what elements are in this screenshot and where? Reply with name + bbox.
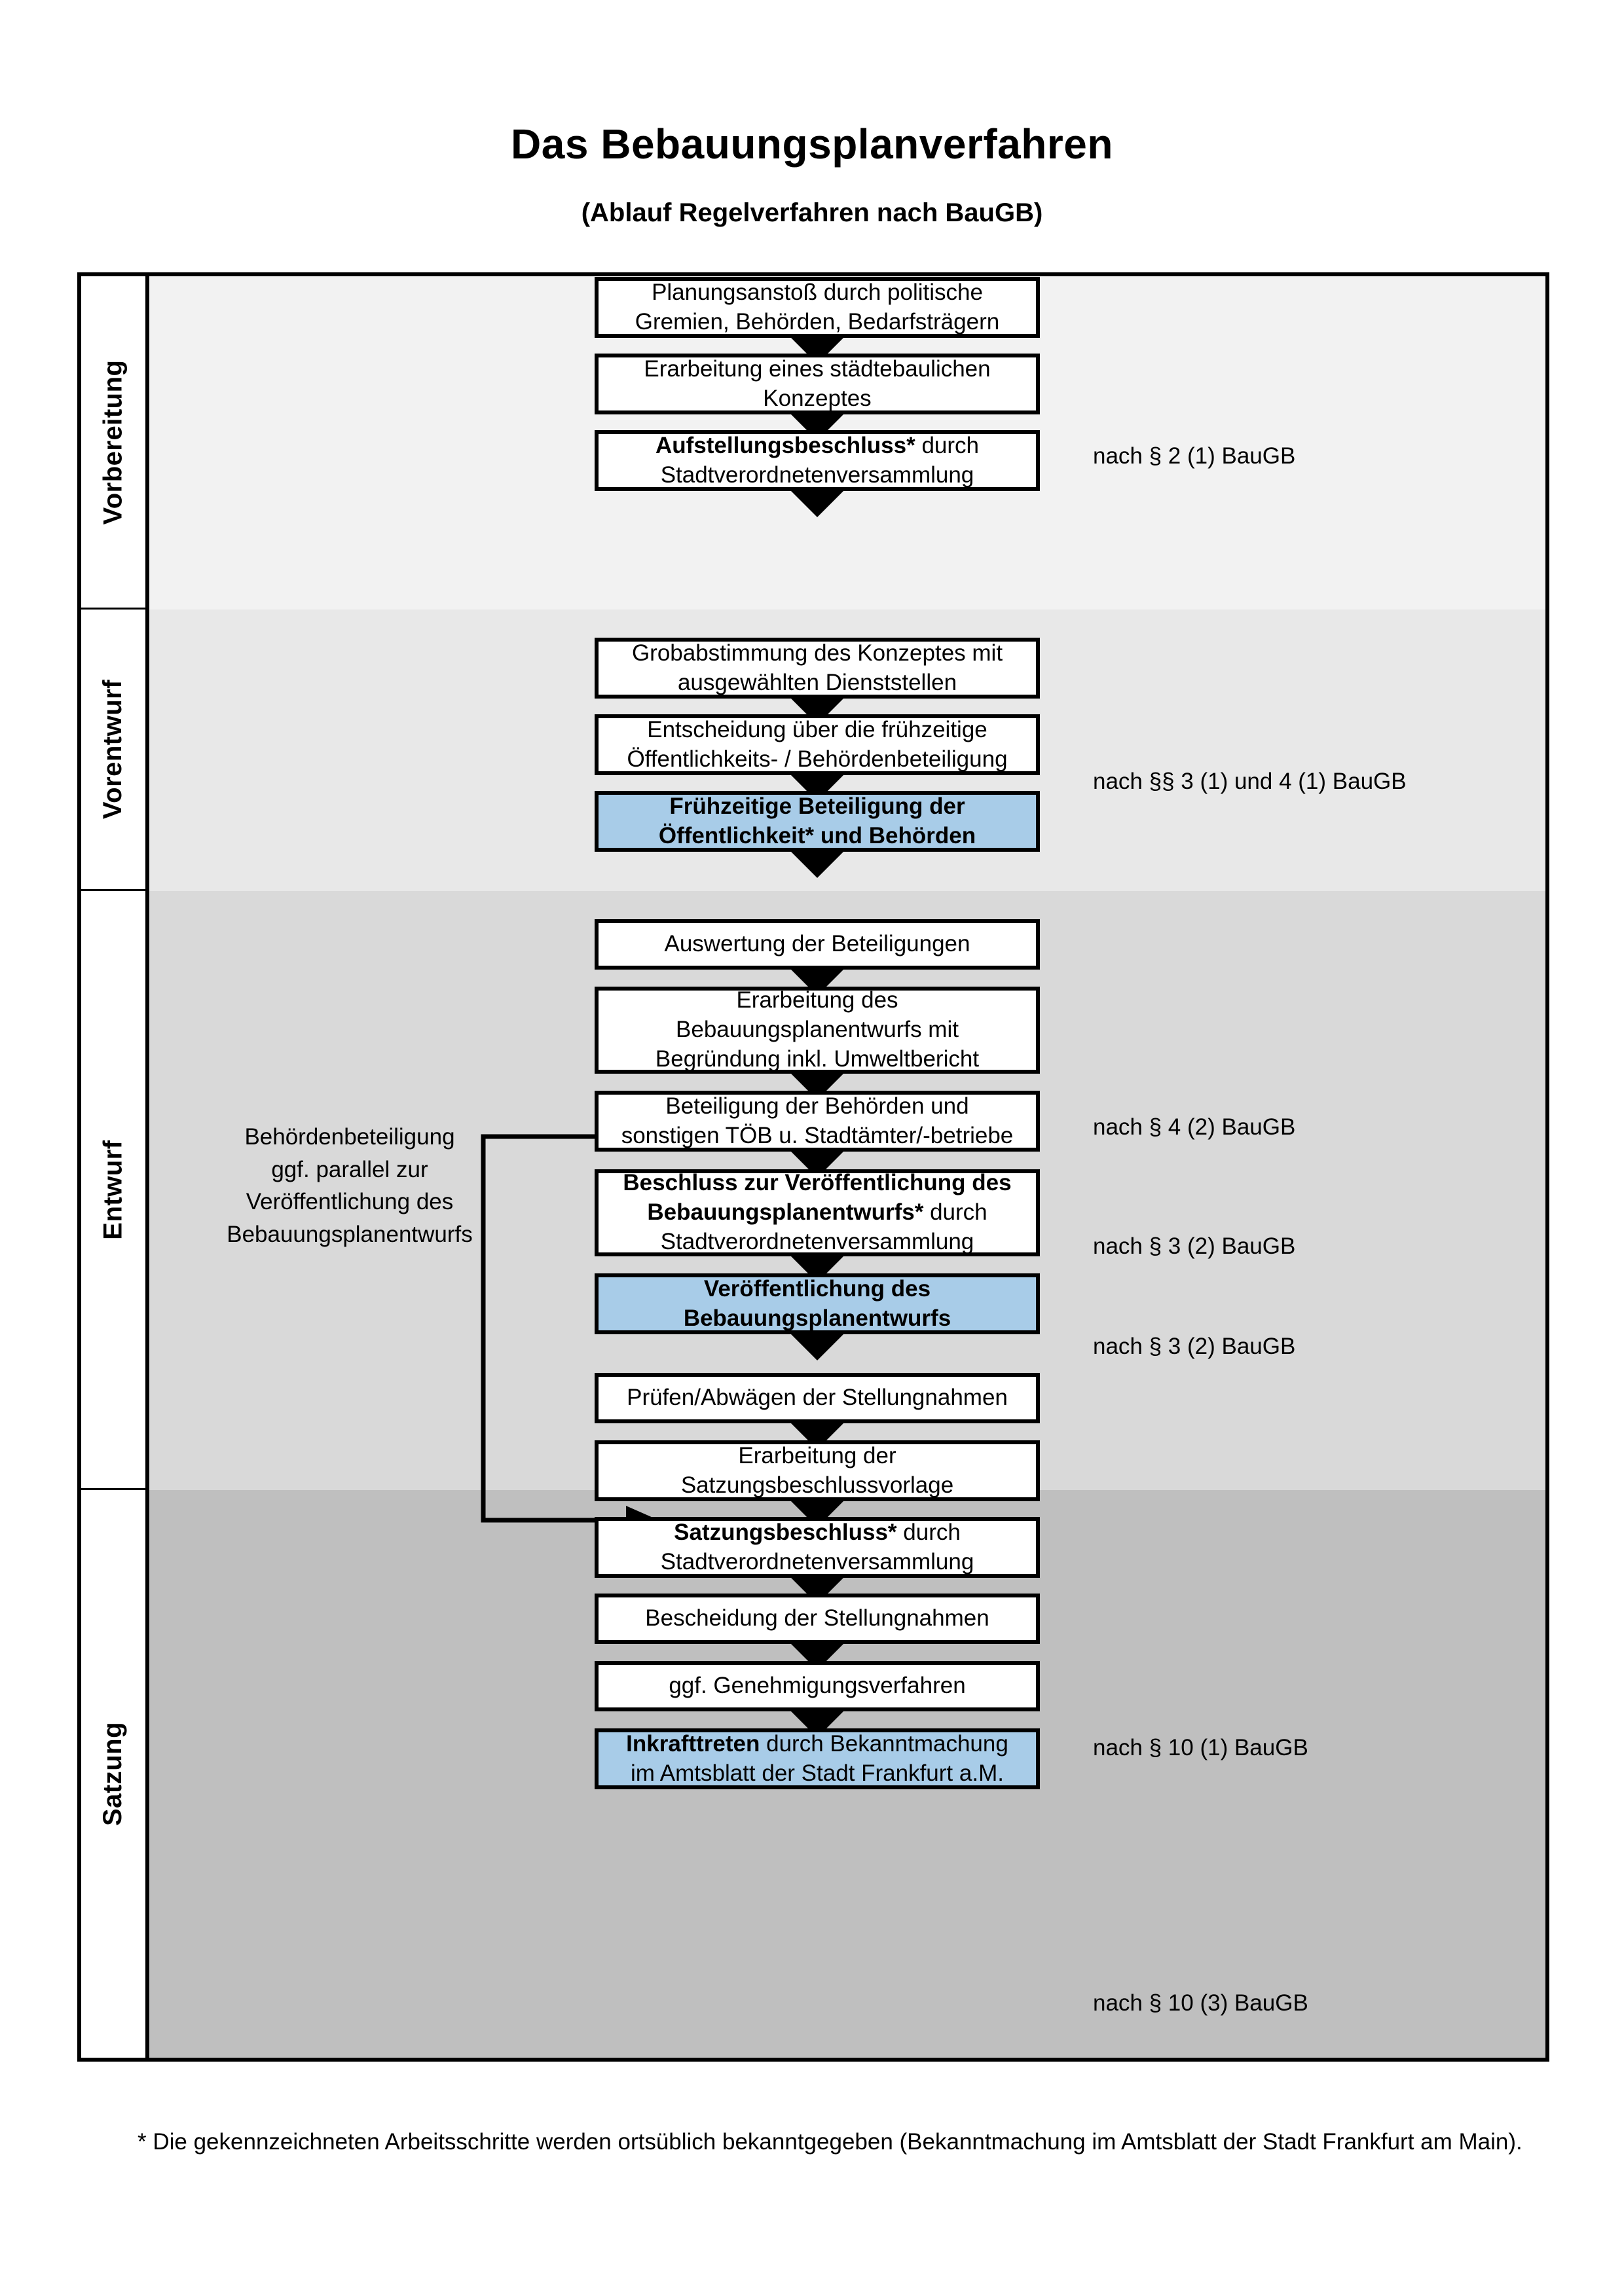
legal-reference-ref-par-2-1: nach § 2 (1) BauGB — [1093, 443, 1296, 469]
phase-label-cell-vorentwurf: Vorentwurf — [81, 610, 145, 891]
process-step-pruefen-abwaegen[interactable]: Prüfen/Abwägen der Stellungnahmen — [595, 1373, 1040, 1423]
process-step-label: Auswertung der Beteiligungen — [664, 931, 970, 957]
phase-label-cell-entwurf: Entwurf — [81, 891, 145, 1490]
legal-reference-ref-par-10-1: nach § 10 (1) BauGB — [1093, 1735, 1308, 1760]
legal-reference-ref-par-4-2: nach § 4 (2) BauGB — [1093, 1114, 1296, 1140]
legal-reference-ref-par-10-3: nach § 10 (3) BauGB — [1093, 1990, 1308, 2016]
phase-label-cell-satzung: Satzung — [81, 1490, 145, 2058]
side-note-line: Bebauungsplanentwurfs — [227, 1222, 473, 1248]
process-step-genehmigungsverfahren[interactable]: ggf. Genehmigungsverfahren — [595, 1661, 1040, 1711]
side-note-line: Behördenbeteiligung — [244, 1124, 455, 1150]
process-step-bescheidung-stellungnahmen[interactable]: Bescheidung der Stellungnahmen — [595, 1594, 1040, 1644]
page-subtitle: (Ablauf Regelverfahren nach BauGB) — [581, 198, 1043, 228]
page-title: Das Bebauungsplanverfahren — [511, 120, 1113, 168]
flow-arrow-down — [787, 1330, 847, 1360]
process-step-auswertung-beteiligungen[interactable]: Auswertung der Beteiligungen — [595, 919, 1040, 970]
process-step-label: Bescheidung der Stellungnahmen — [645, 1605, 989, 1631]
side-note-line: ggf. parallel zur — [271, 1156, 428, 1182]
side-note-line: Veröffentlichung des — [246, 1189, 454, 1215]
legal-reference-ref-par-3-2-a: nach § 3 (2) BauGB — [1093, 1233, 1296, 1259]
process-step-label: Prüfen/Abwägen der Stellungnahmen — [627, 1385, 1008, 1411]
phase-label-cell-vorbereitung: Vorbereitung — [81, 276, 145, 610]
process-step-label: ggf. Genehmigungsverfahren — [669, 1673, 966, 1699]
legal-reference-ref-par-3-1-4-1: nach §§ 3 (1) und 4 (1) BauGB — [1093, 769, 1407, 794]
title-block: Das Bebauungsplanverfahren (Ablauf Regel… — [0, 121, 1624, 228]
flow-arrow-down — [787, 848, 847, 878]
flow-arrow-down — [787, 487, 847, 517]
footnote: * Die gekennzeichneten Arbeitsschritte w… — [138, 2129, 1522, 2155]
legal-reference-ref-par-3-2-b: nach § 3 (2) BauGB — [1093, 1334, 1296, 1359]
